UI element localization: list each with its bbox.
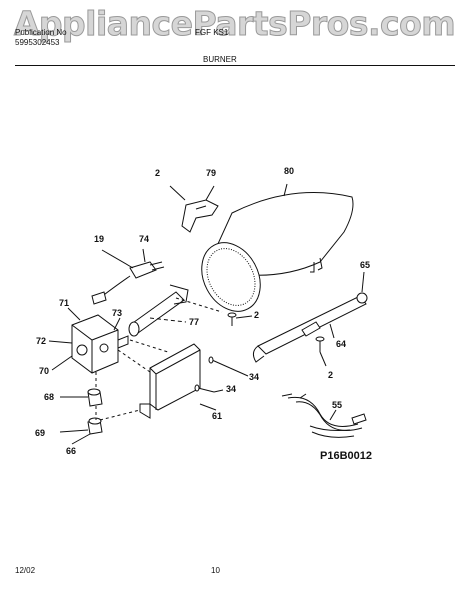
cap-part-65 (356, 292, 368, 304)
leader-79 (205, 185, 215, 201)
leader-2-right (319, 351, 327, 367)
leader-71 (67, 307, 81, 321)
igniter-part-74 (129, 261, 165, 279)
publication-number: 5995302453 (15, 38, 60, 47)
leader-72 (48, 340, 73, 344)
screw-part-2-right (315, 336, 325, 352)
screw-part-34-upper (208, 356, 231, 369)
burner-tube-part-80 (201, 192, 354, 312)
diagram-code: P16B0012 (320, 450, 372, 462)
callout-34: 34 (226, 384, 237, 394)
leader-64 (329, 323, 335, 339)
crossover-tube-part-64 (252, 295, 367, 363)
callout-79: 79 (206, 168, 217, 178)
model-number: FGF KS1 (195, 28, 229, 37)
leader-19 (101, 249, 134, 269)
callout-61: 61 (212, 411, 223, 421)
callout-19: 19 (94, 234, 105, 244)
screw-part-2-mid (227, 312, 237, 326)
leader-80 (283, 183, 288, 197)
footer-date: 12/02 (15, 566, 36, 575)
callout-65: 65 (360, 260, 371, 270)
leader-66 (71, 433, 91, 445)
section-title: BURNER (203, 55, 237, 64)
mounting-bracket-part-61 (139, 343, 201, 419)
leader-74 (142, 248, 146, 263)
callout-71: 71 (59, 298, 70, 308)
callout-70: 70 (39, 366, 50, 376)
callout-2: 2 (155, 168, 161, 178)
callout-72: 72 (36, 336, 47, 346)
callout-73: 73 (112, 308, 123, 318)
callout-80: 80 (284, 166, 295, 176)
callout-69: 69 (35, 428, 46, 438)
leader-55 (329, 409, 337, 421)
leader-34-upper (229, 367, 249, 377)
callout-66: 66 (66, 446, 77, 456)
leader-65 (361, 271, 365, 293)
leader-34-lower (213, 389, 224, 393)
leader-69 (59, 429, 89, 433)
callout-77: 77 (189, 317, 200, 327)
leader-2-mid (235, 315, 253, 319)
callout-2: 2 (328, 370, 334, 380)
callout-2: 2 (254, 310, 260, 320)
leader-70 (51, 355, 73, 371)
callout-74: 74 (139, 234, 150, 244)
callout-34: 34 (249, 372, 260, 382)
callout-64: 64 (336, 339, 347, 349)
callout-68: 68 (44, 392, 55, 402)
screw-part-34-lower (194, 384, 215, 393)
watermark: AppliancePartsPros.com (13, 4, 456, 44)
manifold-tube-part-77 (128, 284, 189, 337)
header-rule (15, 65, 455, 66)
fitting-part-66 (87, 417, 103, 435)
leader-77 (149, 317, 187, 323)
callout-55: 55 (332, 400, 343, 410)
publication-label: Publication No (15, 28, 67, 37)
gas-valve-part-71 (71, 314, 129, 374)
leader-2-top (169, 185, 186, 201)
wire-harness-part-55 (281, 393, 367, 438)
bracket-part-79 (181, 199, 219, 233)
leader-61 (199, 403, 217, 411)
leader-73 (113, 317, 121, 331)
fitting-part-68 (87, 388, 103, 407)
footer-page-number: 10 (211, 566, 220, 575)
